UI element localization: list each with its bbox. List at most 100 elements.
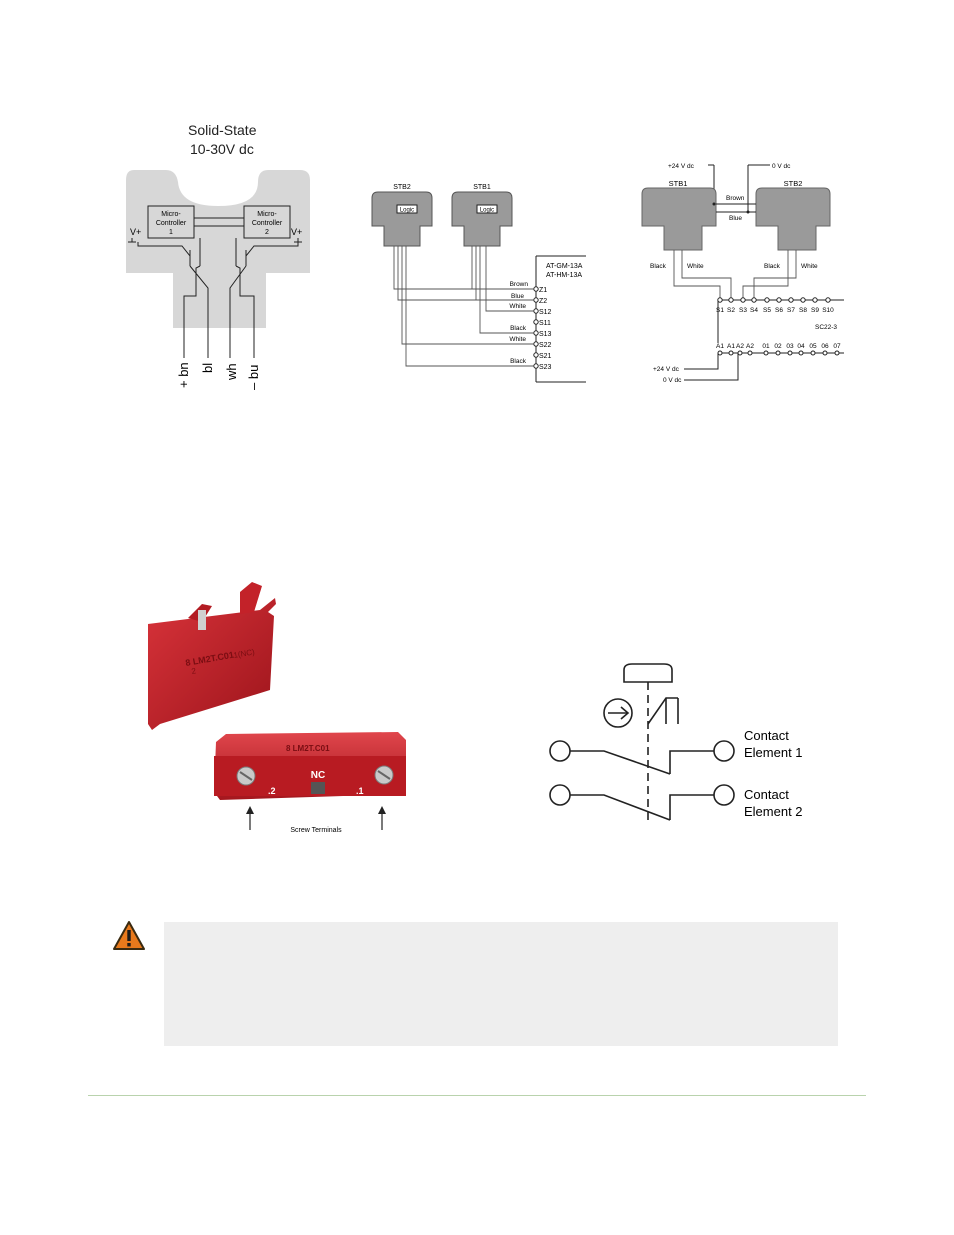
plus24-bottom: +24 V dc [653, 366, 680, 373]
o5: 05 [809, 343, 817, 350]
a1-1: A1 [716, 343, 724, 350]
vplus-right: V+ [291, 227, 302, 237]
fig1-title-line2: 10-30V dc [190, 141, 254, 157]
stb2-logic: Logic [400, 208, 414, 214]
warning-box [164, 922, 838, 1046]
o3: 03 [786, 343, 794, 350]
warning-icon [113, 921, 145, 950]
part-number-front: 8 LM2T.C01 [286, 744, 330, 753]
mc1-line2: Controller [156, 220, 187, 227]
black2-label: Black [764, 263, 781, 270]
term-s12: S12 [539, 309, 552, 316]
s6: S6 [775, 307, 783, 314]
blue-label-fig3: Blue [729, 215, 742, 222]
screw-terminals-caption: Screw Terminals [290, 827, 342, 834]
stb1-body [451, 191, 513, 247]
a-o-terminal-labels: A1 A1 A2 A2 01 02 03 04 05 06 07 [716, 343, 841, 350]
mc2-line3: 2 [265, 229, 269, 236]
wire-blue: Blue [511, 293, 524, 300]
white1-label: White [687, 263, 704, 270]
o4: 04 [797, 343, 805, 350]
mc1-line3: 1 [169, 229, 173, 236]
term-s22: S22 [539, 342, 552, 349]
contact2-right-terminal [713, 784, 735, 806]
switch-housing [126, 170, 310, 328]
vplus-left: V+ [130, 227, 141, 237]
module-label-2: AT-HM-13A [546, 272, 582, 279]
contact1-left-terminal [549, 740, 571, 762]
o1: 01 [762, 343, 770, 350]
s5: S5 [763, 307, 771, 314]
mc2-line2: Controller [252, 220, 283, 227]
stb2-label: STB2 [393, 184, 411, 191]
solid-state-output-diagram: Solid-State 10-30V dc Micro- Controller … [126, 122, 310, 390]
stb1-body-fig3 [641, 187, 717, 251]
s2: S2 [727, 307, 735, 314]
term-s23: S23 [539, 364, 552, 371]
stb1-logic: Logic [480, 208, 494, 214]
stb-sc22-wiring-diagram: +24 V dc 0 V dc STB1 STB2 Brown Blue Bla… [641, 163, 844, 384]
o6: 06 [821, 343, 829, 350]
contact2-label-line2: Element 2 [744, 804, 803, 819]
stb2-label-fig3: STB2 [784, 179, 803, 188]
term-s11: S11 [539, 320, 551, 327]
nc-label: NC [311, 770, 325, 781]
stb1-label-fig3: STB1 [669, 179, 688, 188]
a2-1: A2 [736, 343, 744, 350]
contact1-right-terminal [713, 740, 735, 762]
module-label-1: AT-GM-13A [546, 263, 583, 270]
contact2-left-terminal [549, 784, 571, 806]
zero-top: 0 V dc [772, 163, 791, 170]
rotate-release-icon [603, 698, 633, 728]
contact-element-photo: 8 LM2T.C01 1(NC) 2 8 LM2T.C01 NC .2 .1 S… [148, 582, 406, 834]
contact2-label-line1: Contact [744, 787, 789, 802]
part-2-top: 2 [191, 666, 197, 676]
stb2-body-fig3 [755, 187, 831, 251]
fig1-title-line1: Solid-State [188, 122, 257, 138]
terminal-label-right: .1 [356, 786, 364, 796]
term-s13: S13 [539, 331, 552, 338]
wire-label-wh: wh [224, 363, 239, 381]
brown-label-fig3: Brown [726, 195, 745, 202]
s-terminal-row: S1 S2 S3 S4 S5 S6 S7 S8 S9 S10 [716, 297, 834, 314]
mc1-line1: Micro- [161, 211, 181, 218]
wire-white-1: White [509, 303, 526, 310]
wire-white-2: White [509, 336, 526, 343]
wire-label-bl: bl [200, 363, 215, 373]
contact1-label-line1: Contact [744, 728, 789, 743]
s1: S1 [716, 307, 724, 314]
wire-brown: Brown [510, 281, 529, 288]
white2-label: White [801, 263, 818, 270]
a1-2: A1 [727, 343, 735, 350]
wire-label-bn: + bn [176, 362, 191, 388]
term-z1: Z1 [539, 287, 547, 294]
contact1-label-line2: Element 1 [744, 745, 803, 760]
contact-block-angled [148, 598, 276, 730]
s7: S7 [787, 307, 795, 314]
o7: 07 [833, 343, 841, 350]
mc2-line1: Micro- [257, 211, 277, 218]
plus24-top: +24 V dc [668, 163, 695, 170]
sc22-model: SC22-3 [815, 324, 837, 331]
zero-bottom: 0 V dc [663, 377, 682, 384]
part-nc-top: 1(NC) [233, 647, 256, 660]
s8: S8 [799, 307, 807, 314]
a2-2: A2 [746, 343, 754, 350]
s9: S9 [811, 307, 819, 314]
o2: 02 [774, 343, 782, 350]
s3: S3 [739, 307, 747, 314]
stb2-body [371, 191, 433, 247]
s4: S4 [750, 307, 758, 314]
term-s21: S21 [539, 353, 552, 360]
s10: S10 [822, 307, 834, 314]
term-z2: Z2 [539, 298, 547, 305]
black1-label: Black [650, 263, 667, 270]
stb-at-module-wiring-diagram: STB2 STB1 Logic Logic AT-GM-13A AT-HM-13… [371, 184, 586, 383]
estop-contact-symbol: Contact Element 1 Contact Element 2 [549, 663, 803, 822]
micro-controller-1 [147, 205, 195, 239]
wire-label-bu: – bu [246, 365, 261, 390]
wire-black-1: Black [510, 325, 527, 332]
mushroom-head [623, 663, 673, 683]
stb1-label: STB1 [473, 184, 491, 191]
